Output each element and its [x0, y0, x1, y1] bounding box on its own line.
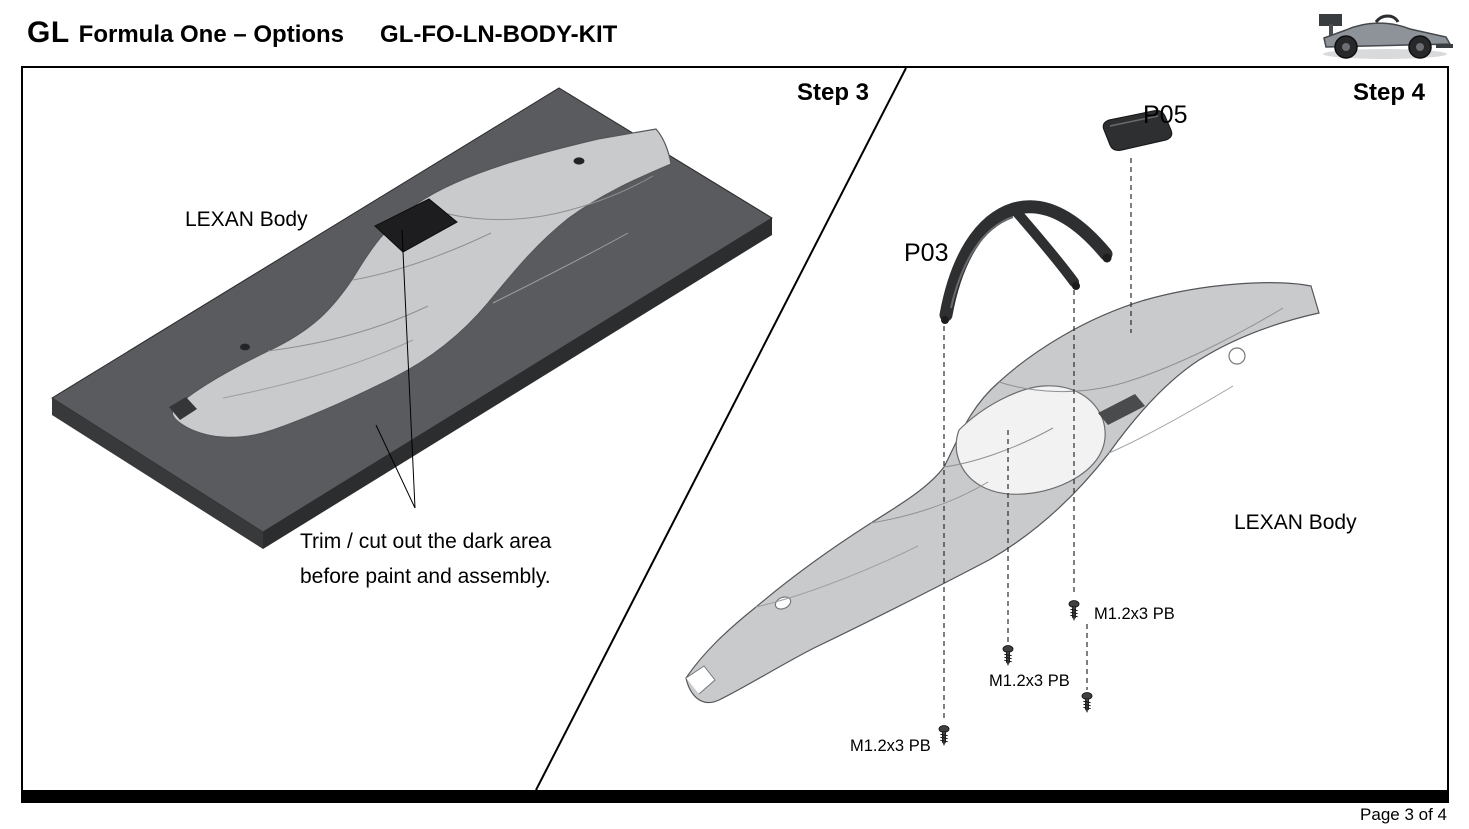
- trim-note-leader-lines: [375, 229, 416, 509]
- step4-lexan-body-drawing: [685, 282, 1320, 704]
- page-number: Page 3 of 4: [1360, 805, 1447, 824]
- f1-car-photo-icon: [1314, 4, 1456, 62]
- brand-logo: GL: [27, 16, 70, 49]
- trim-note: Trim / cut out the dark area before pain…: [300, 524, 551, 594]
- kit-code: GL-FO-LN-BODY-KIT: [380, 21, 618, 48]
- step4-label: Step 4: [1353, 79, 1426, 106]
- assembly-guide-lines: [943, 158, 1132, 718]
- instruction-frame: Step 3 Step 4 LEXAN Body LEXAN Body Trim…: [21, 66, 1449, 803]
- nose-hole: [774, 596, 792, 610]
- lexan-body-label-step4: LEXAN Body: [1234, 511, 1357, 534]
- step3-label: Step 3: [797, 79, 870, 106]
- part-p03-drawing: [939, 200, 1113, 324]
- screw-label-3: M1.2x3 PB: [850, 737, 931, 755]
- front-wing: [1436, 44, 1453, 48]
- trim-note-line2: before paint and assembly.: [300, 565, 551, 588]
- mount-slot: [1098, 394, 1145, 425]
- page-header: GL Formula One – Options GL-FO-LN-BODY-K…: [27, 16, 617, 50]
- instruction-art: [51, 68, 1320, 790]
- screw-label-1: M1.2x3 PB: [1094, 605, 1175, 623]
- nose-dark-tip: [169, 397, 197, 420]
- part-label-p03: P03: [904, 239, 949, 267]
- page-title: Formula One – Options: [78, 21, 345, 48]
- part-p05-drawing: [1102, 110, 1173, 151]
- cockpit-cutout-area: [374, 198, 458, 253]
- screw-label-2: M1.2x3 PB: [989, 672, 1070, 690]
- f1-car-drawing: [1319, 14, 1453, 59]
- trim-note-line1: Trim / cut out the dark area: [300, 530, 552, 553]
- step3-lexan-body-drawing: [169, 128, 672, 438]
- nose-fork-notch: [685, 665, 716, 695]
- rear-wing: [1319, 14, 1342, 26]
- engine-cover-hole: [1228, 347, 1246, 365]
- part-label-p05: P05: [1143, 101, 1188, 129]
- halo: [1374, 14, 1400, 24]
- cockpit-opening: [955, 385, 1106, 495]
- lexan-body-label-step3: LEXAN Body: [185, 208, 308, 231]
- step-divider-line: [535, 68, 907, 790]
